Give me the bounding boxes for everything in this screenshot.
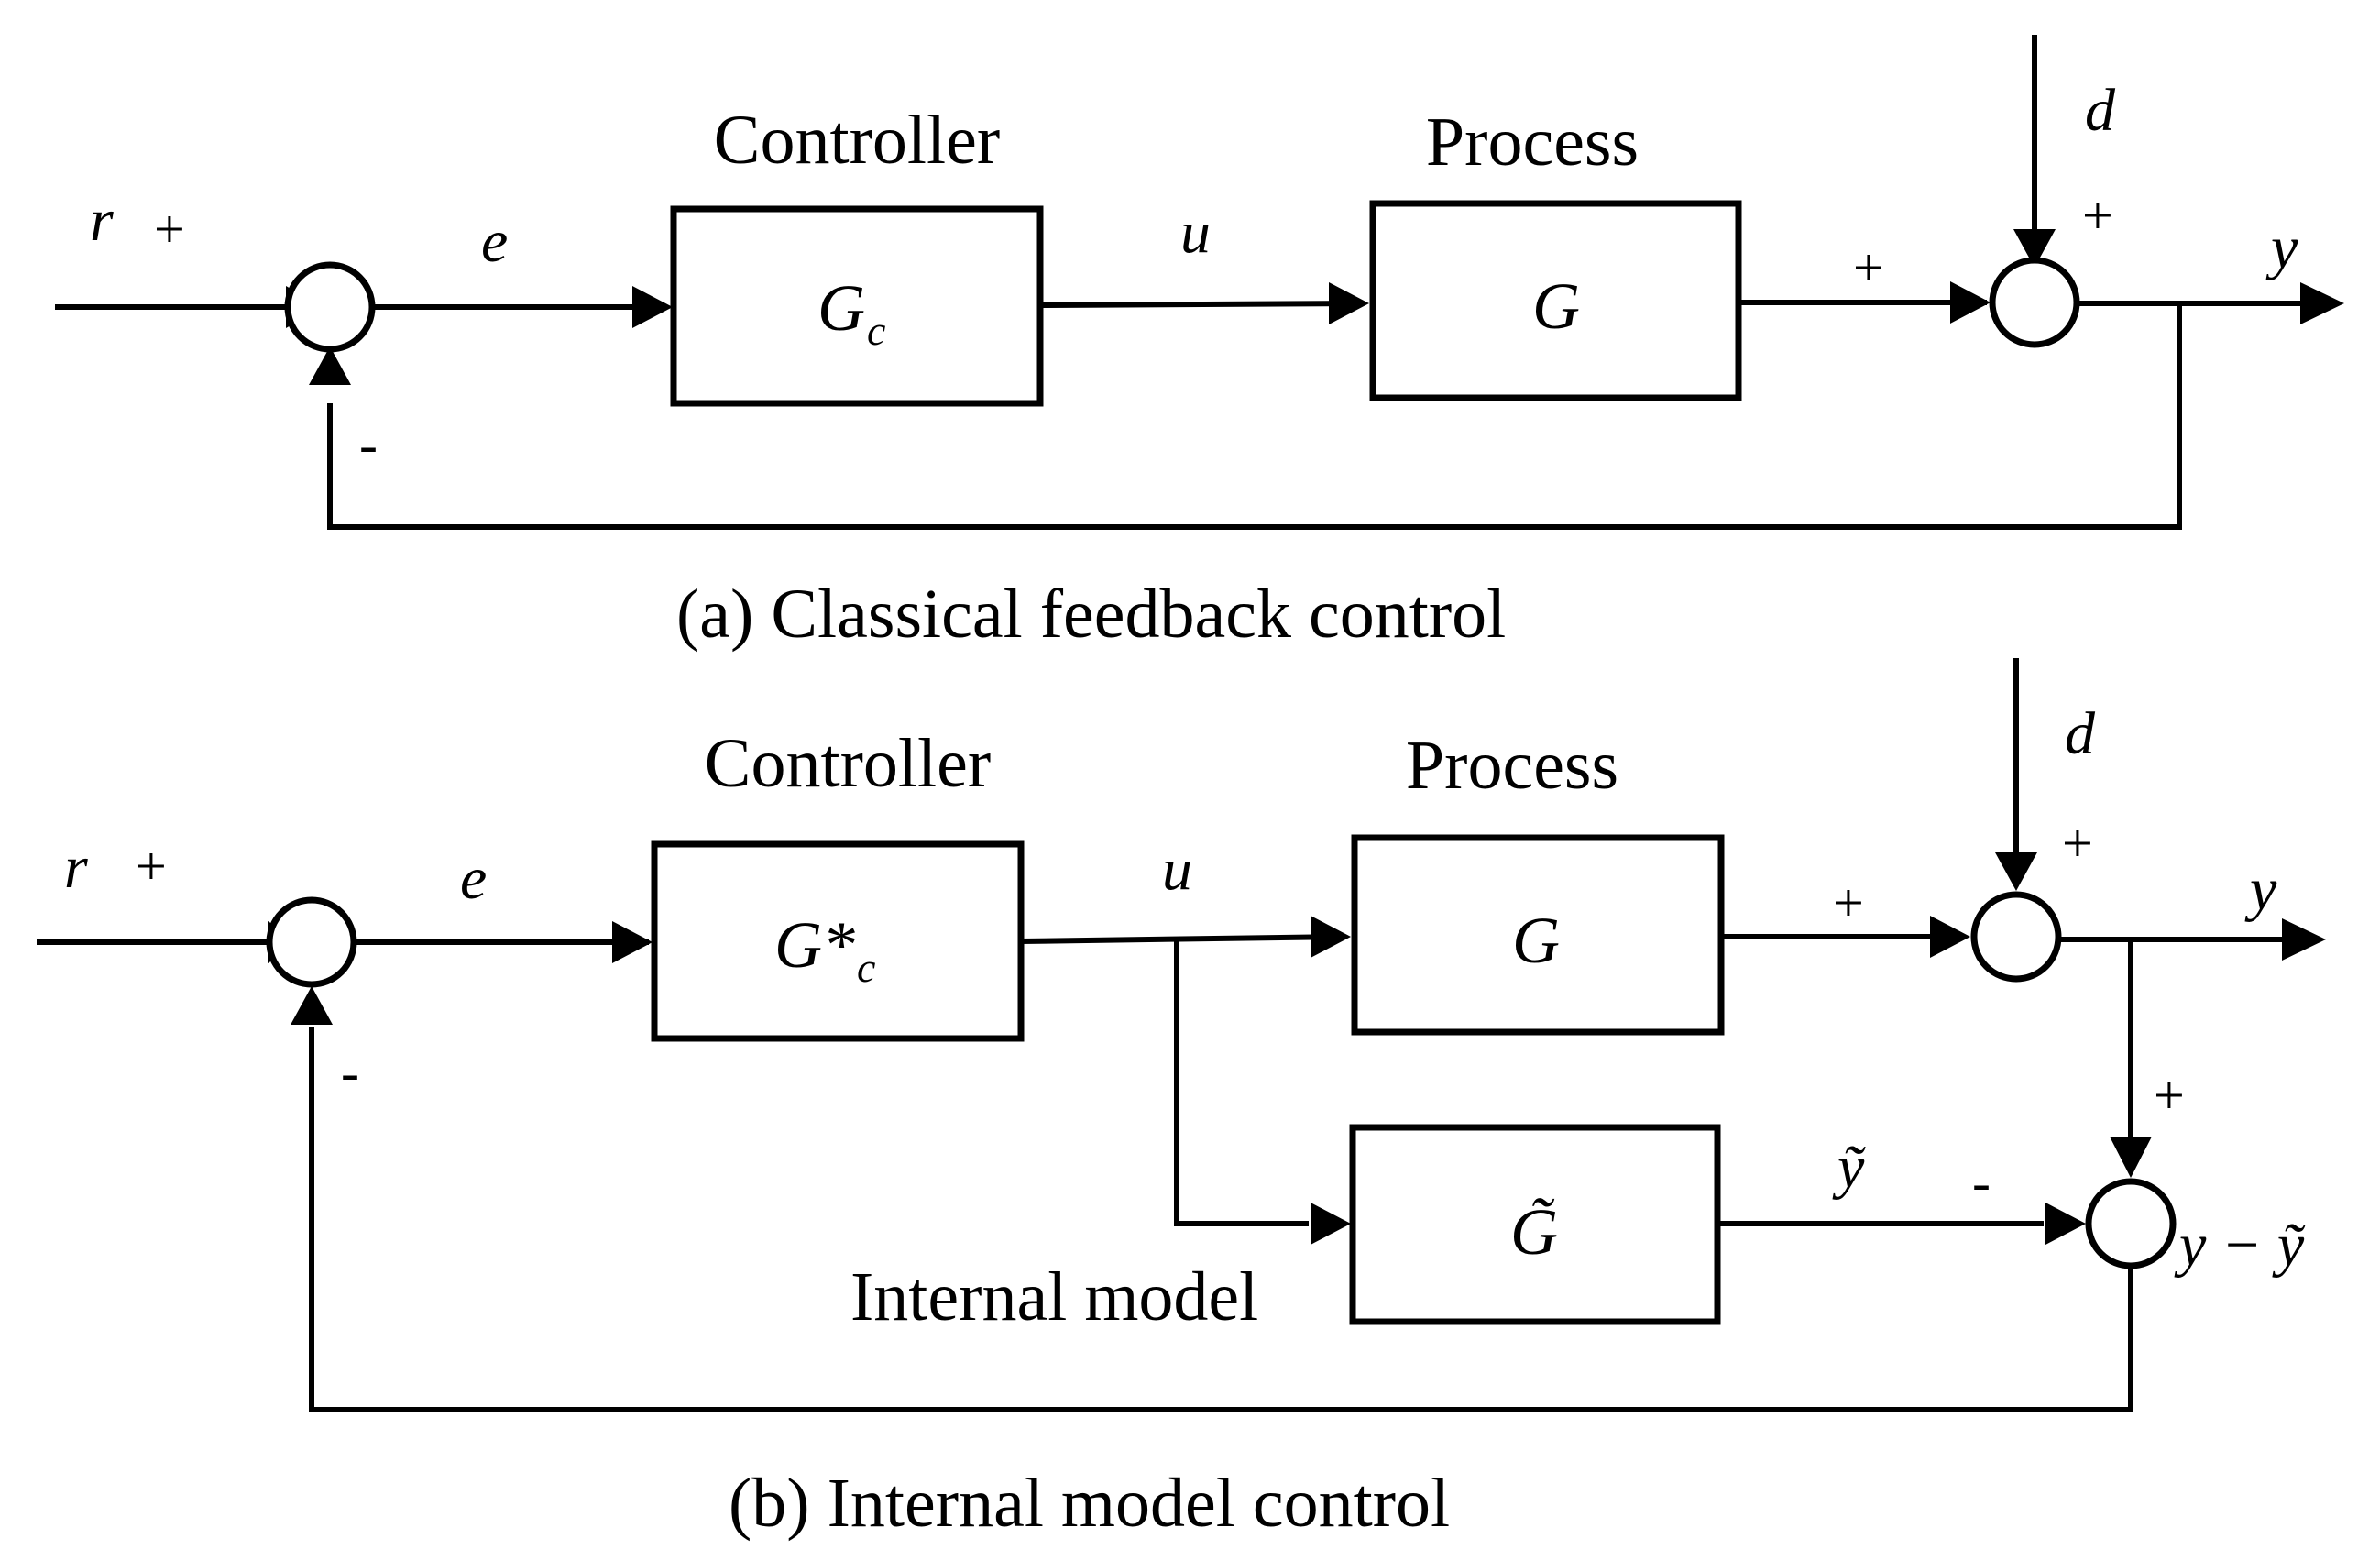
b-arrow-into-controller: [612, 921, 653, 963]
b-error-label: e: [460, 845, 487, 912]
a-feedback-minus-sign: -: [359, 414, 378, 475]
b-arrow-into-difference-sum: [2110, 1137, 2152, 1178]
a-controller-title: Controller: [714, 102, 1000, 179]
b-process-block: [1351, 834, 1725, 1036]
a-input-r-label: r: [90, 187, 114, 254]
a-controller-symbol: Gc: [817, 271, 885, 354]
b-process-title: Process: [1406, 727, 1618, 804]
b-arrow-into-output-sum: [1930, 916, 1970, 958]
b-arrow-feedback: [291, 986, 333, 1025]
b-process-symbol: G: [1512, 904, 1560, 977]
b-controller-block: [651, 840, 1025, 1042]
b-model-output-label: ỹ: [1832, 1134, 1866, 1201]
a-disturbance-plus-sign: +: [2082, 185, 2113, 246]
b-output-plus-sign: +: [2154, 1065, 2185, 1126]
b-model-symbol: G̃: [1510, 1195, 1558, 1269]
b-arrow-into-process: [1311, 916, 1351, 958]
b-output-summing-junction: [1970, 891, 2062, 983]
a-summing-junction: [284, 261, 376, 353]
a-arrow-into-output-sum: [1950, 281, 1991, 324]
b-control-wire: [1020, 934, 1346, 944]
b-caption: (b) Internal model control: [729, 1465, 1450, 1542]
b-summing-junction: [266, 896, 357, 988]
b-disturbance-label: d: [2065, 700, 2096, 767]
a-control-label: u: [1180, 199, 1211, 266]
a-feedback-wire: [327, 303, 2182, 530]
b-difference-label: y − ỹ: [2174, 1212, 2306, 1279]
b-controller-title: Controller: [705, 725, 991, 802]
diagram-b: Controller Process G*c G G̃ Internal mod…: [37, 658, 2326, 1542]
b-feedback-minus-sign: -: [341, 1042, 359, 1103]
a-error-label: e: [481, 208, 508, 275]
a-arrow-into-controller: [632, 286, 673, 328]
a-process-symbol: G: [1532, 269, 1580, 343]
b-internal-model-title: Internal model: [850, 1258, 1258, 1335]
diagram-a: Controller Process Gc G r + e u d + + - …: [55, 35, 2344, 653]
a-process-title: Process: [1426, 104, 1639, 181]
b-process-plus-sign: +: [1833, 873, 1864, 933]
a-process-block: [1369, 200, 1742, 401]
a-output-y-label: y: [2265, 214, 2298, 281]
b-input-r-label: r: [64, 834, 88, 901]
b-arrow-disturbance: [1995, 852, 2037, 891]
b-difference-summing-junction: [2085, 1178, 2177, 1269]
b-controller-symbol: G*c: [774, 908, 875, 991]
b-internal-model-block: [1349, 1124, 1721, 1325]
a-caption: (a) Classical feedback control: [676, 576, 1506, 653]
a-controller-block: [670, 205, 1044, 407]
a-arrow-into-process: [1329, 282, 1369, 324]
a-output-summing-junction: [1989, 257, 2080, 348]
a-control-wire: [1039, 301, 1365, 308]
a-arrow-disturbance: [2013, 229, 2056, 268]
a-arrow-output: [2300, 282, 2344, 324]
a-arrow-feedback: [309, 346, 351, 385]
b-control-label: u: [1162, 836, 1192, 903]
a-process-plus-sign: +: [1853, 237, 1884, 298]
b-input-plus-sign: +: [136, 836, 167, 896]
b-arrow-model-into-sum: [2045, 1203, 2086, 1245]
a-input-plus-sign: +: [154, 199, 185, 259]
b-arrow-into-model: [1311, 1203, 1351, 1245]
b-model-minus-sign: -: [1972, 1152, 1991, 1213]
b-model-branch-wire: [1174, 939, 1309, 1226]
a-disturbance-label: d: [2085, 77, 2116, 144]
b-disturbance-plus-sign: +: [2062, 813, 2093, 873]
b-output-y-label: y: [2244, 856, 2277, 923]
b-arrow-output: [2282, 918, 2326, 961]
b-feedback-wire: [309, 1027, 2133, 1412]
